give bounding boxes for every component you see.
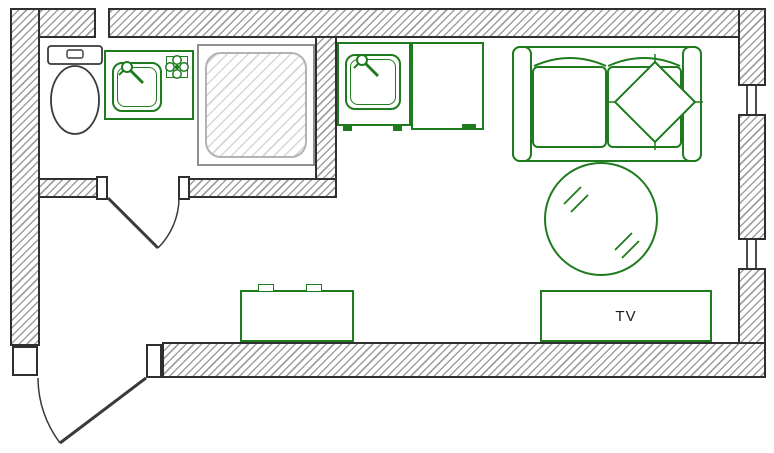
wall-left [10, 8, 40, 346]
window-pane-line [755, 86, 757, 114]
bathroom-door [106, 196, 180, 250]
round-dining-table [544, 162, 658, 276]
tv-stand: TV [540, 290, 712, 342]
wall-right [738, 8, 766, 378]
entry-door [37, 376, 147, 445]
window-lower [738, 238, 766, 270]
entry-door-leaf [59, 376, 147, 445]
entry-door-jamb-left [12, 346, 38, 376]
window-pane-line [746, 86, 748, 114]
sofa-cushion-right [607, 66, 682, 148]
soap-dish-box [166, 56, 188, 78]
bathroom-door-jamb-left [96, 176, 108, 200]
window-pane-line [746, 240, 748, 268]
sink-foot-right [393, 126, 402, 131]
sink-foot-left [343, 126, 352, 131]
island-knob-right [306, 284, 322, 292]
bathroom-door-jamb-right [178, 176, 190, 200]
toilet-flush-button [66, 49, 84, 59]
wall-bottom [162, 342, 766, 378]
sofa-cushion-left [532, 66, 607, 148]
sofa-armrest-right [682, 46, 702, 162]
window-pane-line [755, 240, 757, 268]
bathroom-sink-basin-inner [117, 67, 157, 107]
island-knob-left [258, 284, 274, 292]
bathroom-door-leaf [106, 196, 160, 250]
wall-bathroom-bottom-right [186, 178, 337, 198]
kitchen-counter [411, 42, 484, 130]
wall-bathroom-right [315, 36, 337, 198]
shower-floor [205, 52, 307, 158]
counter-handle [462, 124, 476, 129]
kitchen-sink-basin-inner [350, 59, 396, 105]
entry-door-swing-arc [37, 377, 61, 444]
window-upper [738, 84, 766, 116]
toilet [47, 45, 103, 135]
sofa-armrest-left [512, 46, 532, 162]
bathroom-door-swing-arc [157, 197, 180, 249]
wall-top [10, 8, 766, 38]
wall-bathroom-bottom-left [38, 178, 98, 198]
wall-top-shaft-notch [94, 8, 110, 38]
toilet-bowl [50, 65, 100, 135]
kitchen-island [240, 290, 354, 342]
entry-door-jamb-right [146, 344, 162, 378]
toilet-tank [47, 45, 103, 65]
tv-stand-label: TV [615, 307, 637, 325]
